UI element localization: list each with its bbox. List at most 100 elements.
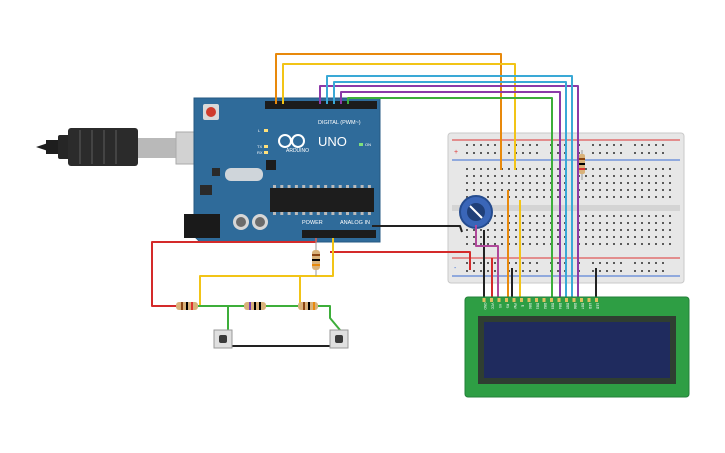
push-button-right[interactable] (329, 329, 349, 349)
breadboard-hole (592, 152, 594, 154)
breadboard-hole (620, 222, 622, 224)
breadboard-hole (641, 270, 643, 272)
breadboard-hole (529, 144, 531, 146)
breadboard-hole (543, 168, 545, 170)
breadboard-hole (515, 189, 517, 191)
breadboard-hole (648, 236, 650, 238)
breadboard-hole (613, 152, 615, 154)
breadboard-hole (466, 196, 468, 198)
lcd-pin-label: GND (483, 302, 487, 310)
breadboard-hole (543, 229, 545, 231)
breadboard-hole (599, 222, 601, 224)
lcd-pin-label: RS (506, 304, 510, 308)
breadboard-hole (641, 229, 643, 231)
breadboard-hole (655, 262, 657, 264)
breadboard-hole (515, 243, 517, 245)
breadboard-hole (585, 229, 587, 231)
breadboard-hole (613, 262, 615, 264)
breadboard-hole (522, 175, 524, 177)
breadboard-hole (648, 152, 650, 154)
breadboard-hole (662, 229, 664, 231)
breadboard-hole (466, 144, 468, 146)
tx-label: TX (257, 144, 262, 149)
breadboard-hole (592, 229, 594, 231)
wire-lightblue-2 (333, 81, 567, 298)
breadboard-hole (543, 189, 545, 191)
breadboard-hole (529, 168, 531, 170)
breadboard-hole (662, 196, 664, 198)
breadboard-hole (543, 243, 545, 245)
breadboard-hole (599, 189, 601, 191)
board-name: UNO (318, 134, 347, 149)
breadboard-hole (585, 175, 587, 177)
breadboard-hole (473, 182, 475, 184)
wire-orange (275, 53, 502, 170)
breadboard-hole (557, 196, 559, 198)
chip-pin (338, 185, 342, 188)
breadboard-hole (536, 270, 538, 272)
power-header (302, 230, 344, 238)
breadboard-hole (494, 175, 496, 177)
breadboard-hole (522, 262, 524, 264)
breadboard-hole (557, 243, 559, 245)
breadboard-hole (669, 222, 671, 224)
breadboard-hole (662, 215, 664, 217)
breadboard-hole (620, 243, 622, 245)
lcd-screen (484, 322, 670, 378)
wire-yellow-buttons (199, 238, 334, 306)
breadboard-hole (669, 236, 671, 238)
breadboard-hole (487, 262, 489, 264)
breadboard-hole (466, 189, 468, 191)
breadboard-hole (487, 229, 489, 231)
chip-pin (360, 185, 364, 188)
crystal (225, 168, 263, 181)
breadboard-hole (487, 189, 489, 191)
resistor-1 (176, 302, 198, 310)
breadboard-hole (648, 144, 650, 146)
breadboard-hole (606, 175, 608, 177)
breadboard-hole (529, 215, 531, 217)
wire-green (347, 97, 553, 298)
breadboard-hole (620, 144, 622, 146)
breadboard-hole (662, 152, 664, 154)
breadboard-hole (599, 243, 601, 245)
breadboard-hole (655, 236, 657, 238)
digital-header (265, 101, 377, 109)
breadboard-hole (627, 182, 629, 184)
breadboard-hole (641, 262, 643, 264)
breadboard-hole (515, 215, 517, 217)
lcd-pin-label: DB7 (581, 303, 585, 309)
lcd-pin-label: DB6 (573, 303, 577, 309)
chip-pin (287, 212, 291, 215)
breadboard-hole (606, 196, 608, 198)
breadboard-hole (480, 182, 482, 184)
potentiometer[interactable] (459, 195, 493, 229)
push-button-left[interactable] (213, 329, 233, 349)
breadboard-hole (480, 144, 482, 146)
tx-led (264, 145, 268, 148)
breadboard-hole (613, 182, 615, 184)
breadboard-hole (529, 229, 531, 231)
lcd-pin-label: RW (513, 303, 517, 308)
breadboard-hole (613, 144, 615, 146)
breadboard-hole (634, 236, 636, 238)
chip-pin (331, 185, 335, 188)
breadboard-hole (515, 175, 517, 177)
breadboard-hole (606, 243, 608, 245)
lcd-pin (505, 298, 508, 302)
chip-pin (316, 185, 320, 188)
breadboard-hole (466, 229, 468, 231)
chip-pin (346, 212, 349, 215)
resistor-breadboard (579, 150, 585, 180)
breadboard-hole (613, 168, 615, 170)
breadboard-hole (606, 270, 608, 272)
chip-pin (280, 212, 284, 215)
chip-pin (287, 185, 291, 188)
breadboard-hole (606, 262, 608, 264)
breadboard-hole (543, 196, 545, 198)
breadboard-hole (613, 236, 615, 238)
lcd-pin (557, 298, 561, 302)
breadboard-hole (662, 182, 664, 184)
lcd-pin-label: DB5 (566, 303, 570, 309)
breadboard-hole (508, 182, 510, 184)
